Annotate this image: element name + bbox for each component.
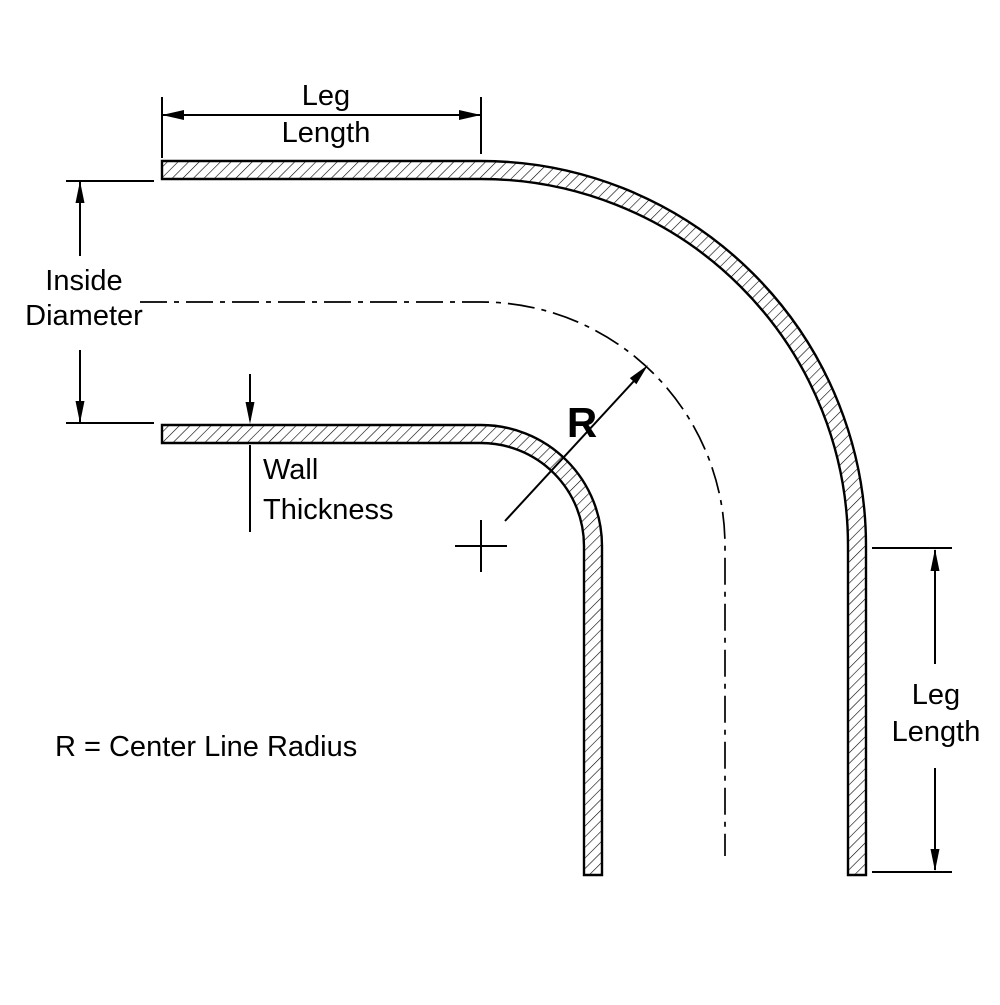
radius-annotation: R [504,365,648,522]
radius-symbol-label: R [567,399,597,446]
pipe-outer-wall [160,159,868,877]
pipe-inner-wall [160,423,604,877]
inside-diameter-label-line1: Inside [45,265,122,297]
pipe-centerline [140,301,726,856]
right-leg-length-label-line2: Length [892,716,981,748]
bend-center-mark [455,520,507,572]
top-leg-length-label-line2: Length [282,117,371,149]
arrowhead-down-icon [930,849,940,871]
top-leg-length-label-line1: Leg [302,80,350,112]
radius-leader-line [504,380,635,522]
radius-arrowhead-icon [629,365,648,385]
radius-note: R = Center Line Radius [55,731,357,763]
right-leg-length-label-line1: Leg [912,679,960,711]
dimension-top-leg-length: Leg Length [161,80,482,158]
arrowhead-up-icon [930,549,940,571]
arrowhead-down-icon [75,401,85,423]
arrowhead-up-icon [75,181,85,203]
dimension-right-leg-length: Leg Length [872,547,981,873]
inside-diameter-label-line2: Diameter [25,300,143,332]
wall-thickness-label-line2: Thickness [263,494,394,526]
arrowhead-right-icon [459,110,481,120]
arrowhead-left-icon [162,110,184,120]
wall-thickness-label-line1: Wall [263,454,318,486]
wall-thickness-arrowhead-icon [245,402,255,424]
pipe-elbow [140,159,868,877]
dimension-inside-diameter: Inside Diameter [25,180,154,424]
callout-wall-thickness: Wall Thickness [245,374,394,532]
